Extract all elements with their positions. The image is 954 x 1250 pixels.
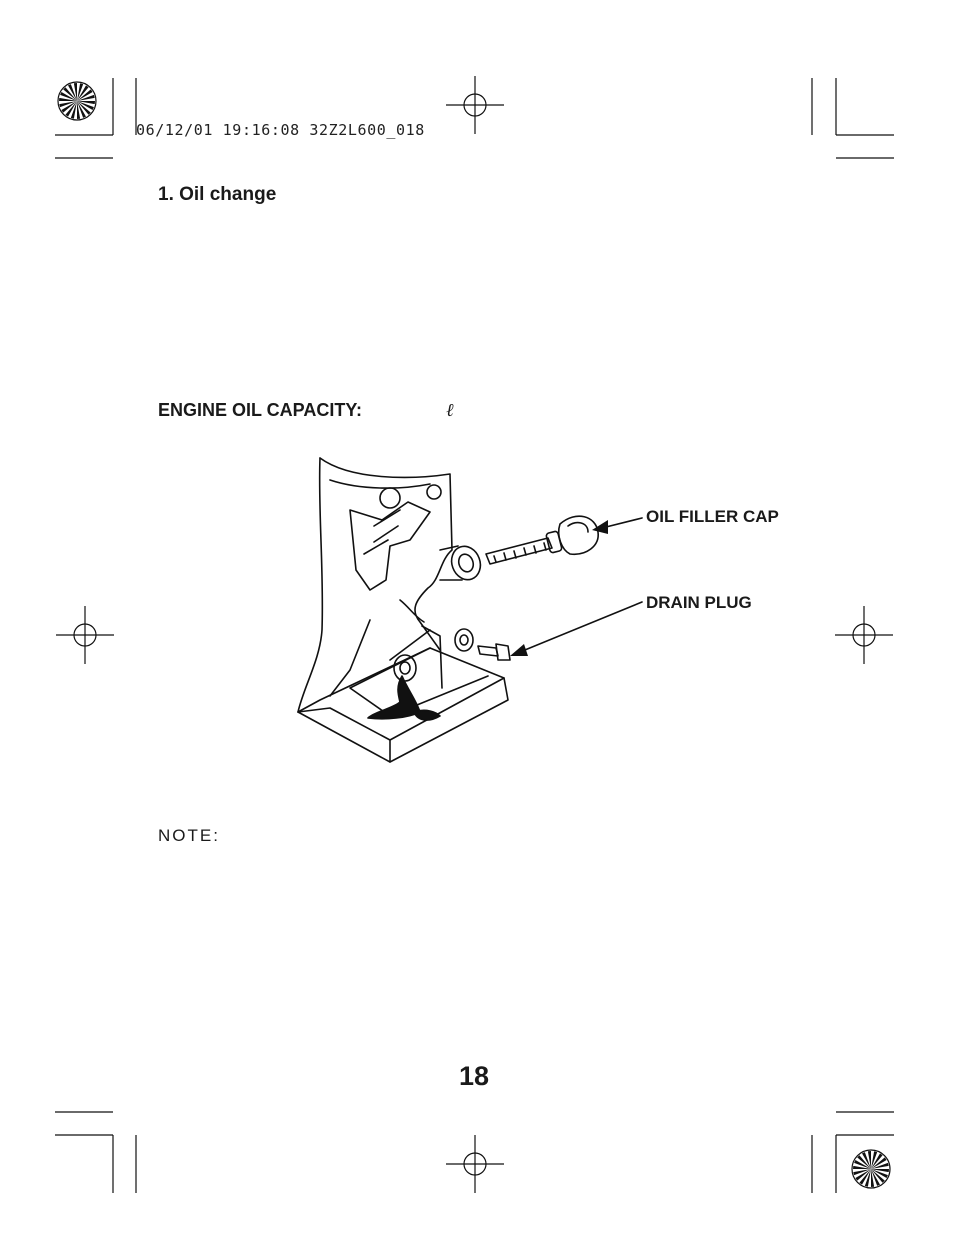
crop-mark-top-right	[811, 78, 894, 159]
starburst-target-top-left	[57, 81, 97, 121]
starburst-ray	[857, 1155, 871, 1169]
section-title: 1. Oil change	[158, 184, 277, 205]
drain-pan	[297, 647, 509, 763]
starburst-ray	[862, 1152, 871, 1169]
registration-crosshair-left	[56, 606, 114, 664]
starburst-ray	[77, 101, 94, 110]
crop-mark-bottom-left	[55, 1111, 137, 1193]
starburst-ray	[854, 1160, 871, 1169]
starburst-ray	[77, 94, 95, 101]
callout-leaders	[519, 517, 643, 653]
starburst-ray	[59, 101, 77, 108]
engine-body	[297, 457, 482, 713]
oil-filler-cap-dipstick	[485, 515, 599, 565]
oil-change-illustration	[297, 457, 643, 763]
starburst-ray	[59, 97, 77, 101]
crop-mark-top-left	[55, 78, 137, 159]
starburst-ray	[61, 101, 77, 113]
drain-plug-callout: DRAIN PLUG	[646, 593, 752, 612]
oil-filler-cap-callout: OIL FILLER CAP	[646, 507, 779, 526]
crop-mark-bottom-right	[811, 1111, 894, 1193]
starburst-ray	[77, 101, 86, 118]
starburst-ray	[77, 101, 91, 115]
starburst-ray	[871, 1169, 885, 1183]
note-label: NOTE:	[158, 826, 220, 845]
starburst-ray	[73, 83, 77, 101]
starburst-ray	[60, 92, 77, 101]
starburst-ray	[859, 1169, 871, 1185]
oil-stream	[367, 675, 441, 721]
starburst-ray	[871, 1169, 880, 1186]
starburst-ray	[871, 1162, 889, 1169]
starburst-ray	[871, 1169, 889, 1173]
starburst-ray	[68, 84, 77, 101]
starburst-ray	[63, 87, 77, 101]
print-stamp: 06/12/01 19:16:08 32Z2L600_018	[136, 121, 425, 139]
starburst-ray	[77, 85, 89, 101]
registration-crosshair-bottom	[446, 1135, 504, 1193]
starburst-ray	[855, 1169, 871, 1181]
starburst-ray	[853, 1169, 871, 1176]
starburst-ray	[867, 1151, 871, 1169]
registration-crosshair-top	[446, 76, 504, 134]
starburst-ray	[853, 1165, 871, 1169]
starburst-ray	[871, 1169, 888, 1178]
starburst-ray	[70, 101, 77, 119]
engine-oil-capacity-label: ENGINE OIL CAPACITY:	[158, 400, 363, 420]
starburst-ray	[77, 83, 84, 101]
starburst-ray	[871, 1157, 887, 1169]
leader-arrowheads	[510, 520, 608, 656]
starburst-ray	[77, 89, 93, 101]
registration-crosshair-right	[835, 606, 893, 664]
drain-plug-and-washer	[454, 628, 511, 661]
starburst-ray	[871, 1153, 883, 1169]
page-number: 18	[459, 1061, 490, 1091]
starburst-target-bottom-right	[851, 1149, 891, 1189]
starburst-ray	[864, 1169, 871, 1187]
starburst-ray	[77, 101, 95, 105]
starburst-ray	[77, 101, 81, 119]
starburst-ray	[871, 1151, 878, 1169]
starburst-ray	[65, 101, 77, 117]
starburst-ray	[871, 1169, 875, 1187]
liter-unit-symbol: ℓ	[446, 400, 454, 421]
